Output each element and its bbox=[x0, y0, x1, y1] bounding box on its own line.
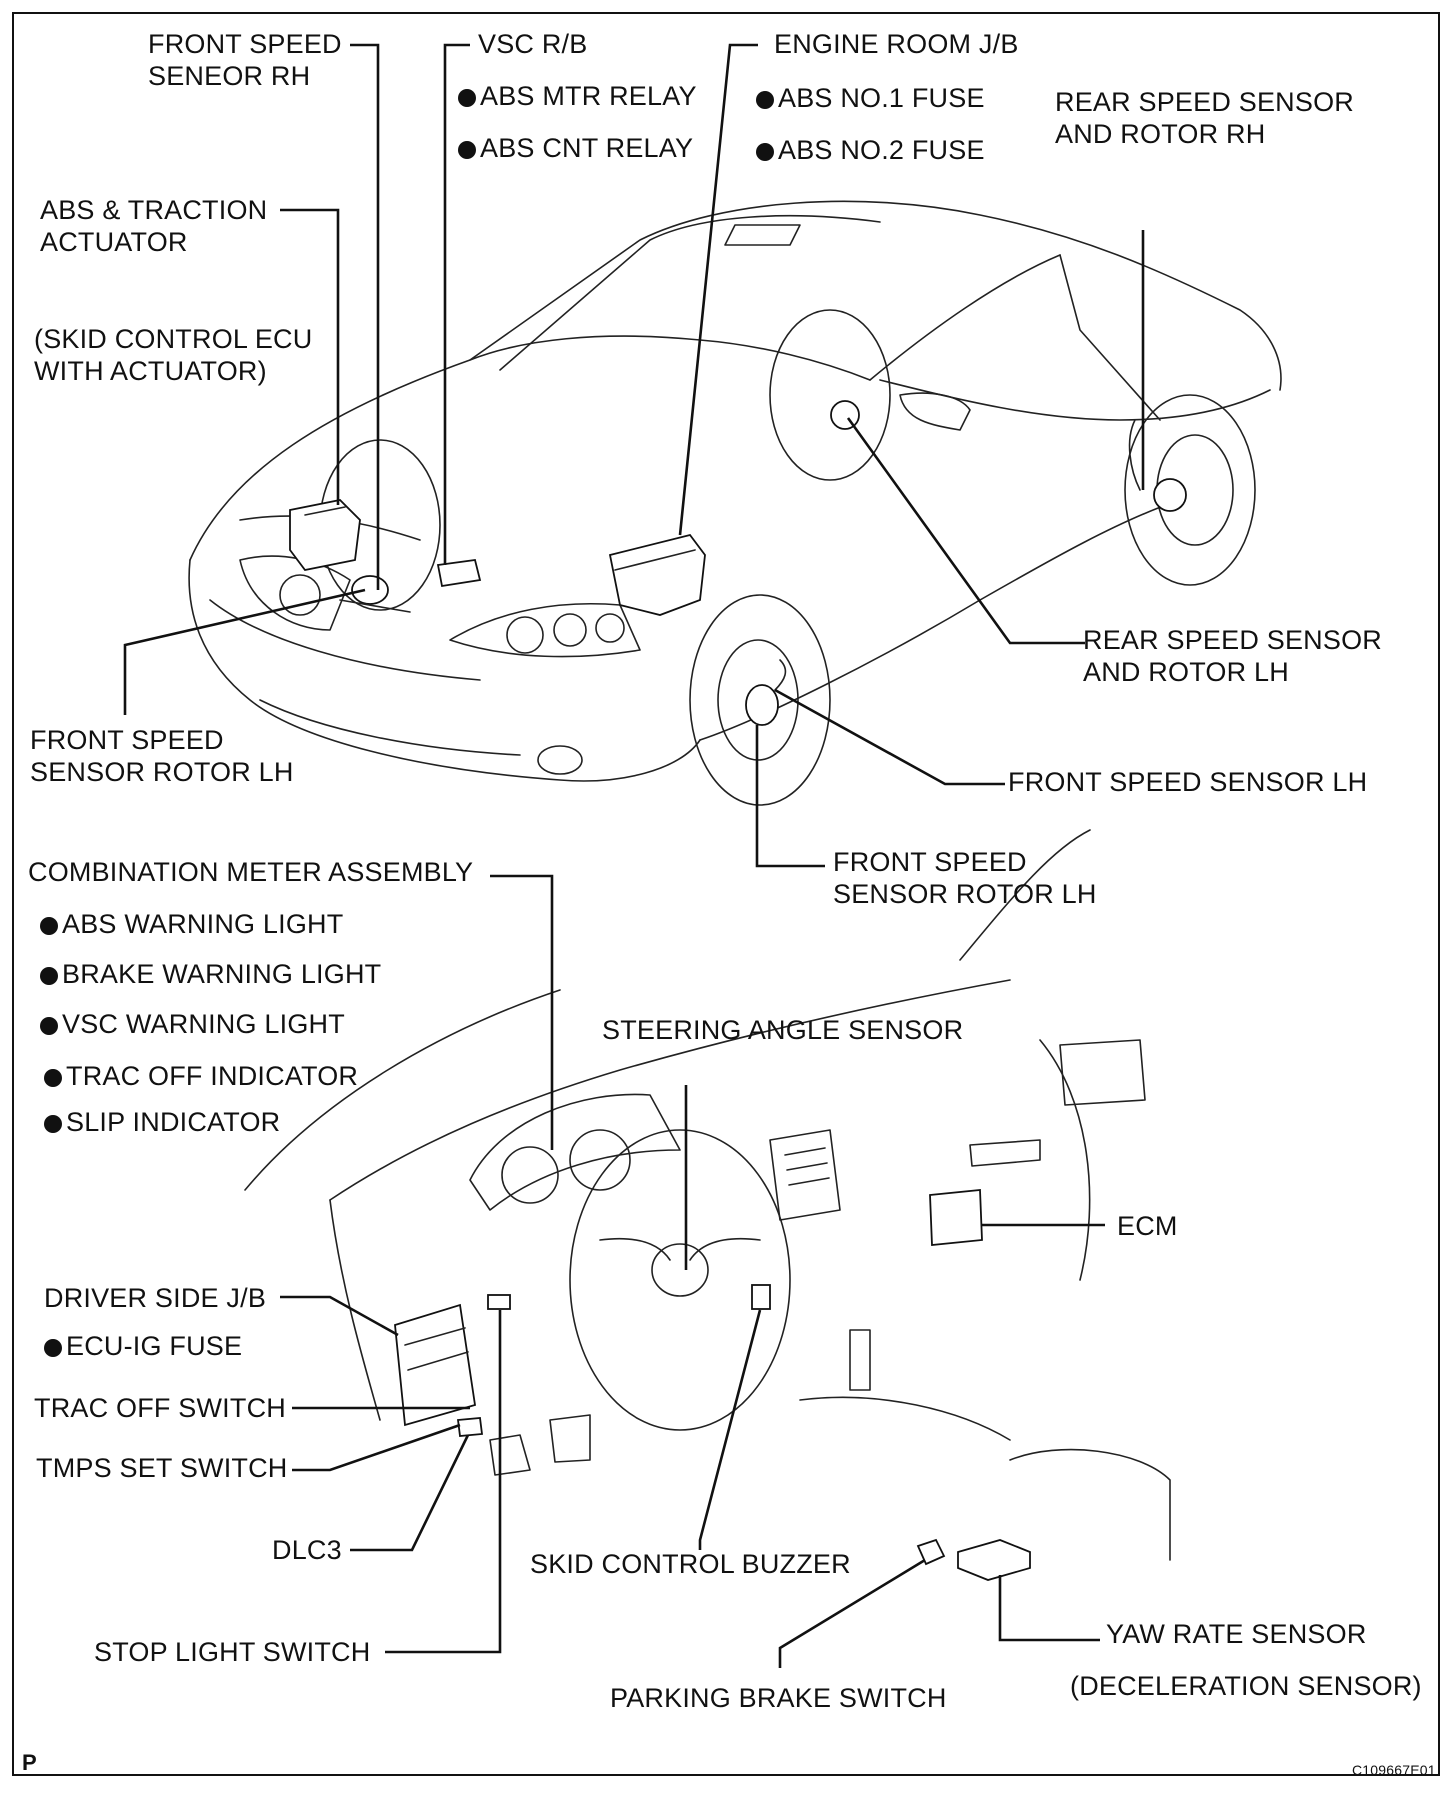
label-abs-mtr-relay: ABS MTR RELAY bbox=[458, 80, 697, 113]
label-rear-speed-sensor-lh-line2: AND ROTOR LH bbox=[1083, 657, 1289, 687]
label-abs-traction-actuator-line1: ABS & TRACTION bbox=[40, 195, 268, 225]
label-vsc-rb: VSC R/B bbox=[478, 29, 588, 59]
label-front-speed-sensor-rh-line2: SENEOR RH bbox=[148, 61, 311, 91]
label-skid-control-ecu-line1: (SKID CONTROL ECU bbox=[34, 324, 313, 354]
label-skid-control-ecu-line2: WITH ACTUATOR) bbox=[34, 356, 267, 386]
parking-brake-switch-part bbox=[916, 1538, 946, 1566]
vsc-rb-part bbox=[436, 559, 482, 588]
label-front-speed-sensor-rotor-lh-right-line1: FRONT SPEED bbox=[833, 847, 1027, 877]
label-driver-side-jb: DRIVER SIDE J/B bbox=[44, 1283, 267, 1313]
label-slip-indicator: SLIP INDICATOR bbox=[44, 1106, 280, 1139]
label-rear-speed-sensor-rh-line1: REAR SPEED SENSOR bbox=[1055, 87, 1354, 117]
rear-rh-sensor-part bbox=[1128, 419, 1187, 512]
label-brake-warning-light: BRAKE WARNING LIGHT bbox=[40, 958, 381, 991]
stop-light-switch-part bbox=[487, 1294, 511, 1310]
figure-code: C109667E01 bbox=[1352, 1762, 1436, 1778]
skid-buzzer-part bbox=[751, 1284, 771, 1310]
label-abs-no1-fuse: ABS NO.1 FUSE bbox=[756, 82, 985, 115]
label-front-speed-sensor-rotor-lh-left-line1: FRONT SPEED bbox=[30, 725, 224, 755]
label-abs-traction-actuator-line2: ACTUATOR bbox=[40, 227, 188, 257]
label-combination-meter: COMBINATION METER ASSEMBLY bbox=[28, 857, 474, 887]
label-ecu-ig-fuse: ECU-IG FUSE bbox=[44, 1330, 242, 1363]
label-engine-room-jb: ENGINE ROOM J/B bbox=[774, 29, 1019, 59]
label-front-speed-sensor-rotor-lh-right-line2: SENSOR ROTOR LH bbox=[833, 879, 1097, 909]
page-marker: P bbox=[22, 1750, 37, 1775]
diagram-frame bbox=[12, 12, 1440, 1776]
yaw-rate-sensor-part bbox=[957, 1539, 1031, 1581]
driver-side-jb-part bbox=[394, 1303, 477, 1427]
label-parking-brake-switch: PARKING BRAKE SWITCH bbox=[610, 1683, 947, 1713]
label-front-speed-sensor-lh: FRONT SPEED SENSOR LH bbox=[1008, 767, 1368, 797]
label-ecm: ECM bbox=[1117, 1211, 1178, 1241]
label-abs-no2-fuse: ABS NO.2 FUSE bbox=[756, 134, 985, 167]
label-steering-angle-sensor: STEERING ANGLE SENSOR bbox=[602, 1015, 964, 1045]
label-yaw-rate-sensor: YAW RATE SENSOR bbox=[1106, 1619, 1367, 1649]
abs-actuator-part bbox=[289, 499, 361, 571]
label-tmps-set-switch: TMPS SET SWITCH bbox=[36, 1453, 288, 1483]
rear-lh-sensor-part bbox=[830, 400, 860, 430]
engine-room-jb-part bbox=[608, 533, 706, 616]
label-trac-off-indicator: TRAC OFF INDICATOR bbox=[44, 1060, 358, 1093]
label-skid-control-buzzer: SKID CONTROL BUZZER bbox=[530, 1549, 851, 1579]
label-stop-light-switch: STOP LIGHT SWITCH bbox=[94, 1637, 371, 1667]
label-front-speed-sensor-rh-line1: FRONT SPEED bbox=[148, 29, 342, 59]
label-dlc3: DLC3 bbox=[272, 1535, 342, 1565]
dashboard-illustration bbox=[244, 829, 1171, 1581]
dlc3-part bbox=[456, 1417, 484, 1437]
label-rear-speed-sensor-lh-line1: REAR SPEED SENSOR bbox=[1083, 625, 1382, 655]
label-rear-speed-sensor-rh-line2: AND ROTOR RH bbox=[1055, 119, 1266, 149]
ecm-part bbox=[929, 1189, 983, 1246]
front-lh-sensor-part bbox=[745, 659, 787, 726]
label-trac-off-switch: TRAC OFF SWITCH bbox=[34, 1393, 286, 1423]
label-abs-warning-light: ABS WARNING LIGHT bbox=[40, 908, 343, 941]
label-abs-cnt-relay: ABS CNT RELAY bbox=[458, 132, 693, 165]
label-vsc-warning-light: VSC WARNING LIGHT bbox=[40, 1008, 345, 1041]
leader-lines bbox=[123, 43, 1145, 1668]
label-front-speed-sensor-rotor-lh-left-line2: SENSOR ROTOR LH bbox=[30, 757, 294, 787]
car-illustration bbox=[188, 200, 1282, 806]
label-deceleration-sensor: (DECELERATION SENSOR) bbox=[1070, 1671, 1422, 1701]
